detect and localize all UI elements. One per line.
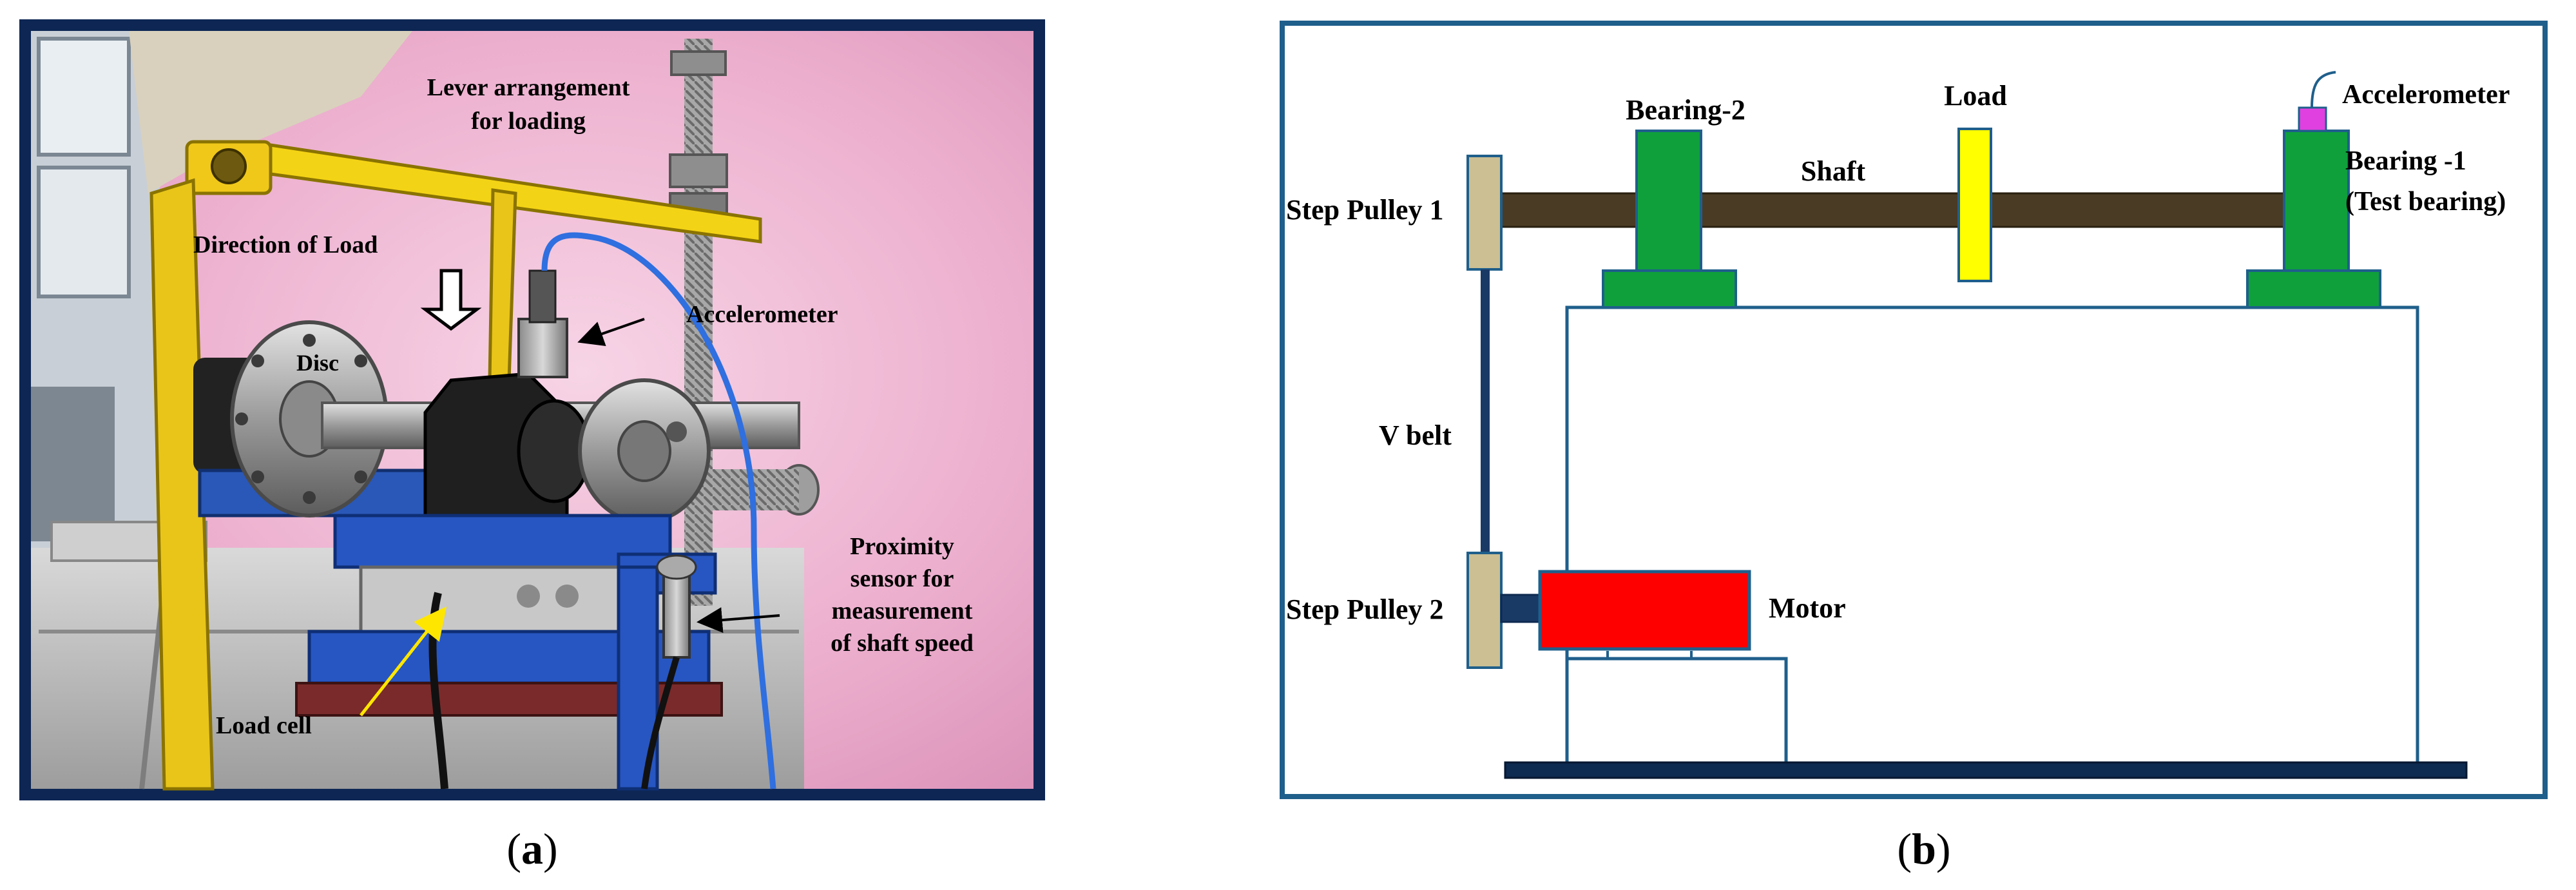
- label-motor: Motor: [1769, 592, 1846, 624]
- label-load: Load: [1944, 80, 2007, 111]
- motor-coupling: [1500, 594, 1541, 623]
- accelerometer-sensor: [517, 318, 568, 378]
- label-shaft: Shaft: [1801, 155, 1866, 187]
- shaft-threaded-end: [696, 469, 799, 510]
- motor: [1538, 570, 1751, 651]
- label-v-belt: V belt: [1379, 420, 1452, 451]
- proximity-pointer: [697, 607, 780, 634]
- label-lever-line2: for loading: [471, 108, 586, 135]
- label-proximity-line4: of shaft speed: [831, 630, 974, 657]
- step-pulley-2: [1466, 552, 1503, 669]
- shaft-b: [1500, 192, 2289, 228]
- label-lever-line1: Lever arrangement: [427, 74, 630, 101]
- bearing-1-pedestal: [2246, 269, 2381, 309]
- label-step-pulley-2: Step Pulley 2: [1286, 594, 1443, 625]
- proximity-sensor: [662, 566, 691, 659]
- load-cell-pointer: [360, 606, 447, 717]
- motor-stand: [1565, 657, 1788, 766]
- bearing-2-pedestal: [1602, 269, 1737, 309]
- label-bearing-2: Bearing-2: [1626, 94, 1745, 126]
- base-bar: [1504, 761, 2468, 779]
- accelerometer-b: [2298, 106, 2327, 132]
- panel-b-schematic: Bearing-2 Load Accelerometer Bearing -1 …: [1280, 21, 2548, 799]
- bearing-2: [1635, 130, 1702, 272]
- caption-a: (a): [506, 824, 557, 873]
- label-accelerometer-b: Accelerometer: [2342, 80, 2510, 110]
- load-direction-arrow-icon: [420, 269, 482, 331]
- step-pulley-1: [1466, 155, 1503, 271]
- label-bearing-1-line1: Bearing -1: [2345, 146, 2466, 176]
- bearing-1: [2283, 130, 2350, 272]
- load-cell: [359, 565, 659, 634]
- panel-a-photo: Lever arrangement for loading Direction …: [19, 19, 1045, 800]
- label-accelerometer-a: Accelerometer: [686, 301, 838, 328]
- label-direction-of-load: Direction of Load: [193, 231, 378, 258]
- accelerometer-cable: [541, 232, 776, 789]
- yellow-column-inner: [488, 188, 517, 382]
- label-bearing-1-line2: (Test bearing): [2345, 187, 2506, 217]
- accelerometer-pointer: [577, 318, 645, 346]
- pivot-pin-icon: [211, 148, 247, 184]
- label-proximity-line3: measurement: [832, 597, 973, 624]
- rod-nut-top: [670, 50, 727, 76]
- label-step-pulley-1: Step Pulley 1: [1286, 194, 1443, 226]
- caption-b: (b): [1897, 824, 1950, 873]
- v-belt: [1481, 269, 1490, 553]
- label-proximity-line1: Proximity: [850, 533, 954, 560]
- accelerometer-wire: [2311, 71, 2336, 108]
- yellow-column-left: [149, 178, 215, 791]
- label-disc: Disc: [296, 350, 339, 376]
- label-load-cell: Load cell: [216, 712, 312, 739]
- load-block: [1957, 128, 1992, 282]
- label-proximity-line2: sensor for: [851, 565, 954, 592]
